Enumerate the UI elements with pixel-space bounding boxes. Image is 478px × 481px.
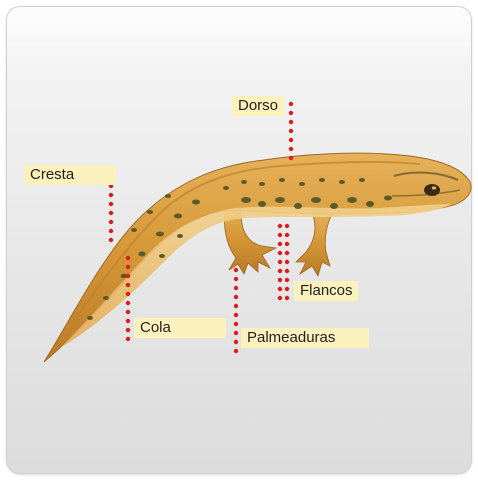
leader-dorso [289, 102, 293, 160]
eye-icon [424, 184, 440, 196]
label-flancos: Flancos [294, 281, 358, 301]
front-leg [296, 212, 332, 276]
leader-palmeaduras [234, 268, 238, 353]
leader-flancos [278, 224, 289, 300]
label-cola: Cola [134, 318, 226, 338]
label-palmeaduras: Palmeaduras [241, 328, 369, 348]
label-cresta: Cresta [24, 165, 116, 185]
label-dorso: Dorso [232, 96, 284, 116]
